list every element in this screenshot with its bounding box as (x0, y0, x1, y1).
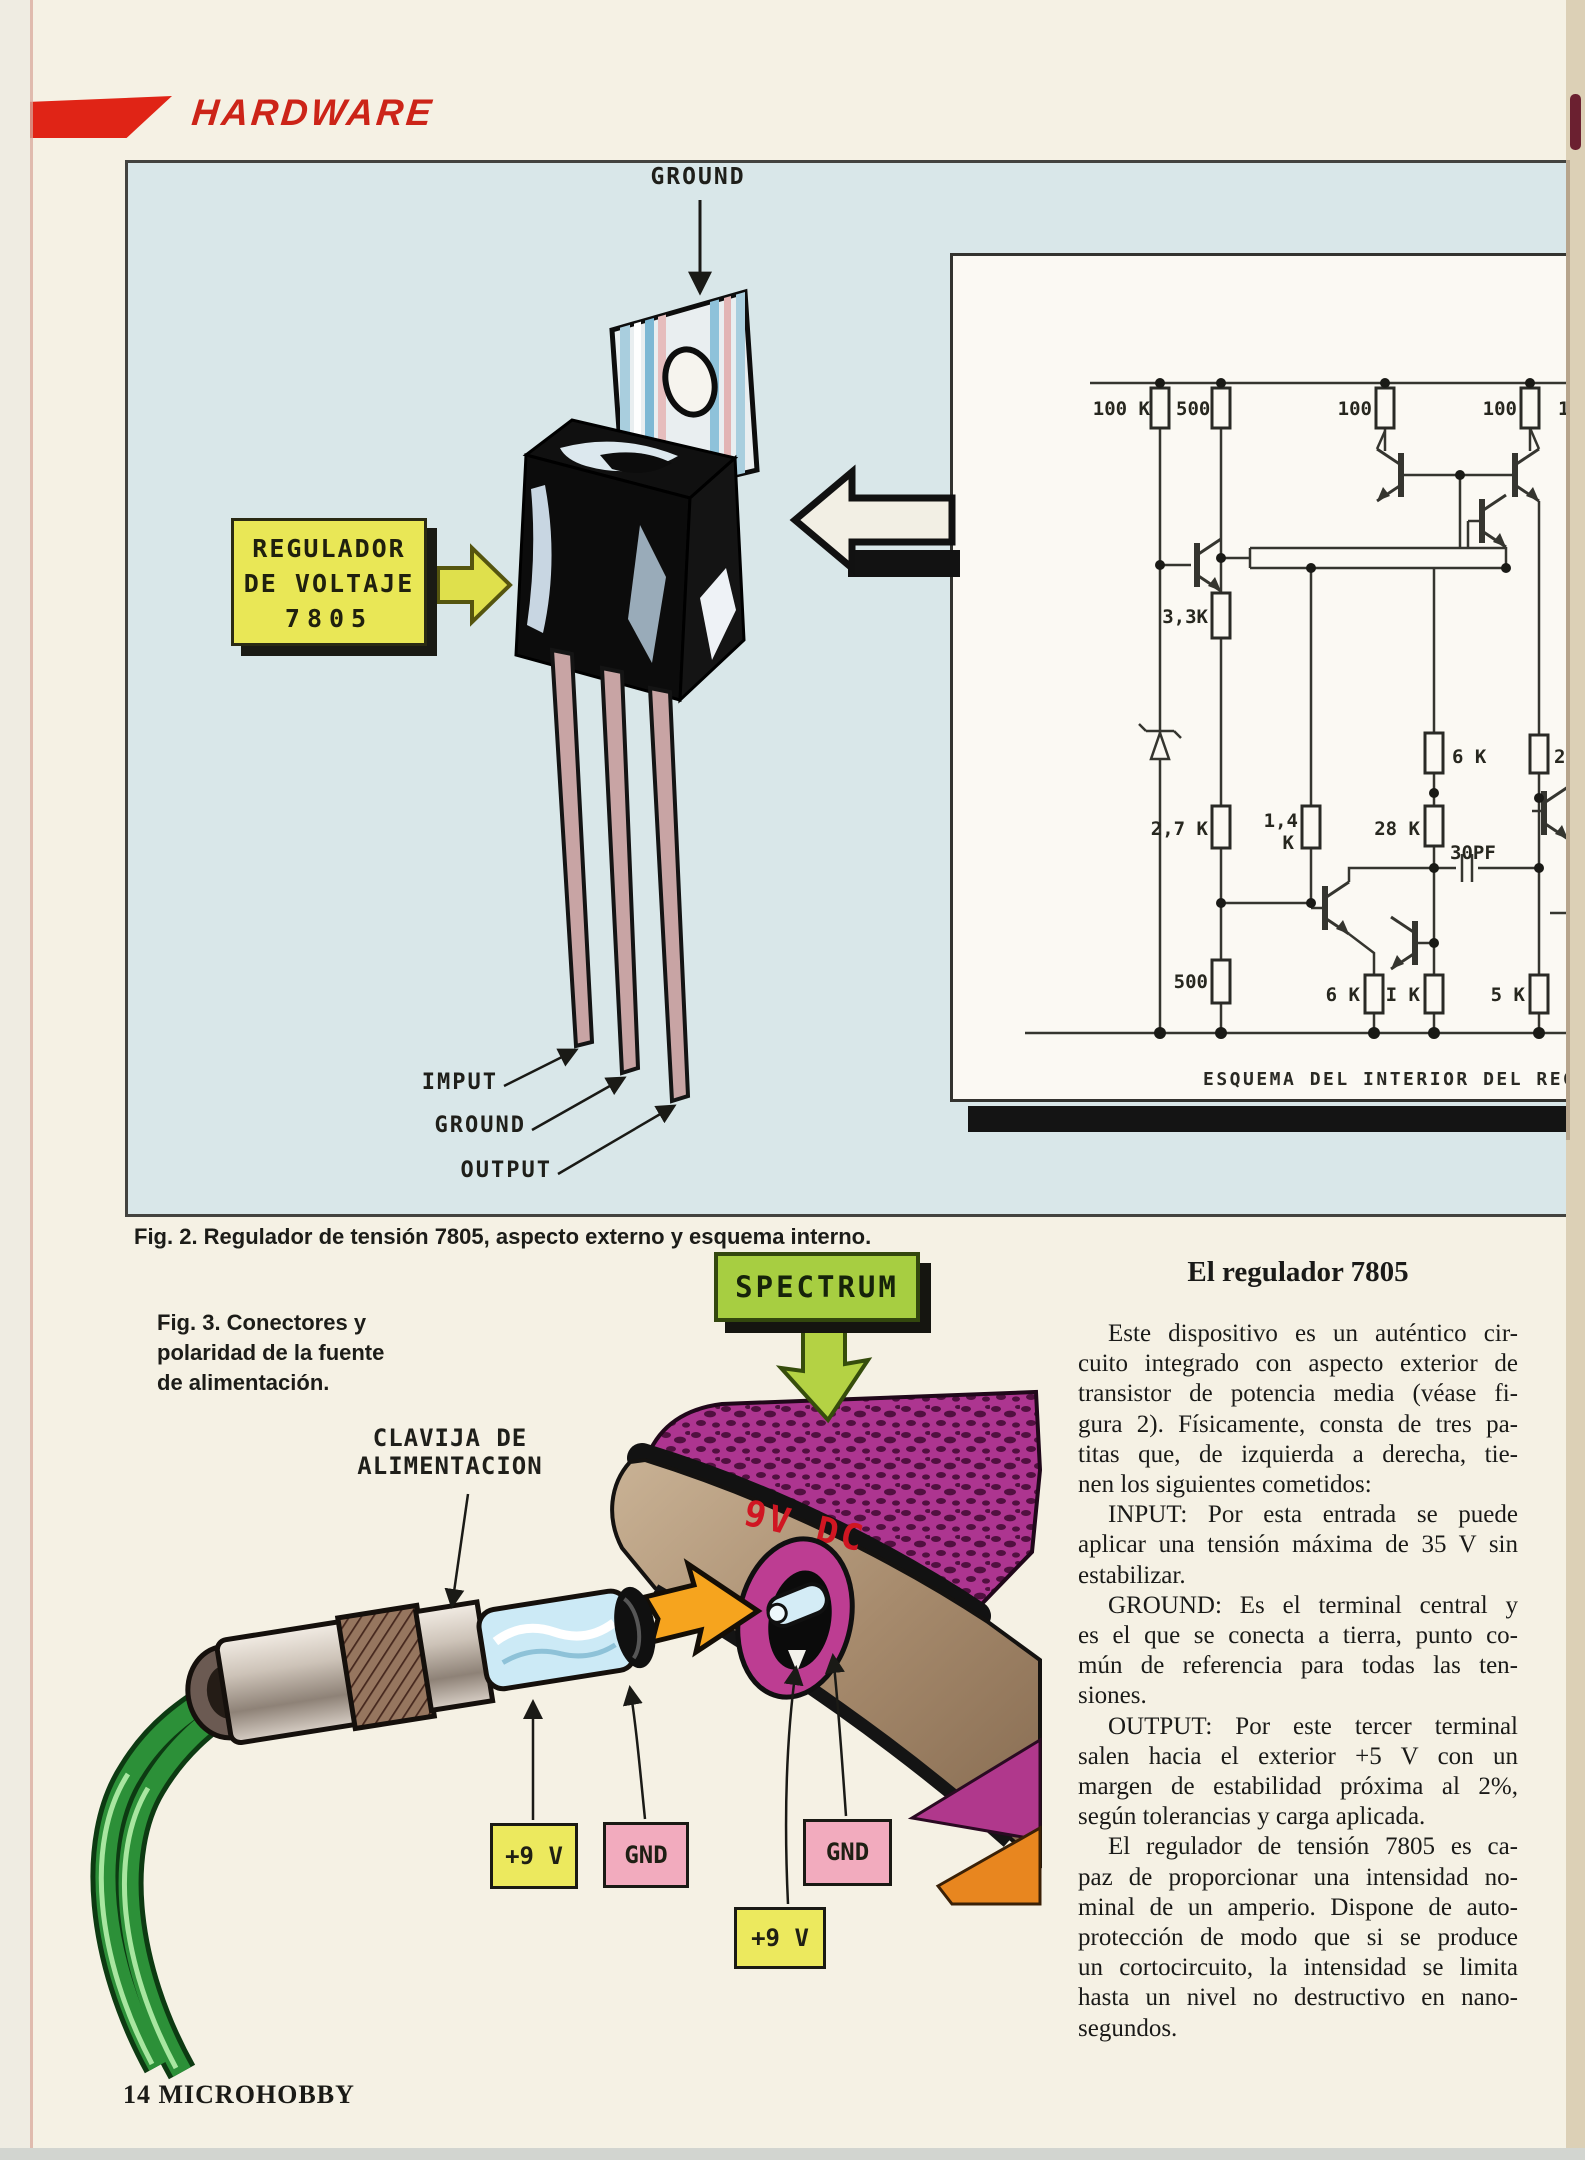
article-line: es el que se conecta a tierra, punto co- (1078, 1622, 1518, 1650)
page-left-margin (0, 0, 30, 2148)
article-line: titas que, de izquierda a derecha, tie- (1078, 1440, 1518, 1468)
article-line: segundos. (1078, 2014, 1178, 2042)
article-line: gura 2). Físicamente, consta de tres pa- (1078, 1410, 1518, 1438)
regulator-label-line3: 7805 (284, 604, 374, 633)
article-paragraph: Este dispositivo es un auténtico cir-cui… (1078, 1319, 1518, 1500)
article-line: cuito integrado con aspecto exterior de (1078, 1350, 1518, 1378)
article-paragraphs: Este dispositivo es un auténtico cir-cui… (1078, 1319, 1518, 2044)
article-line: transistor de potencia media (véase fi- (1078, 1380, 1518, 1408)
page-bottom-edge (0, 2148, 1585, 2160)
schematic-panel-shadow (968, 1106, 1585, 1132)
ground-top-label: GROUND (650, 164, 746, 190)
voltage-label-9v-left: +9 V (490, 1823, 578, 1889)
article-line: salen hacia el exterior +5 V con un (1078, 1742, 1518, 1770)
article-line: minal de un amperio. Dispone de auto- (1078, 1893, 1518, 1921)
article-line: paz de proporcionar una intensidad no- (1078, 1863, 1518, 1891)
article-line: siones. (1078, 1682, 1147, 1710)
article-line: mún de referencia para todas las ten- (1078, 1652, 1518, 1680)
article-line: nen los siguientes cometidos: (1078, 1471, 1372, 1499)
magazine-name: MICROHOBBY (158, 2080, 355, 2109)
pin-label-ground: GROUND (434, 1113, 526, 1138)
power-cable (90, 1675, 246, 2080)
article-line: protección de modo que si se produce (1078, 1924, 1518, 1952)
page-number: 14 (123, 2080, 151, 2109)
article-paragraph: El regulador de tensión 7805 es ca-paz d… (1078, 1832, 1518, 2043)
figure2-caption: Fig. 2. Regulador de tensión 7805, aspec… (134, 1224, 872, 1249)
page-right-edge (1566, 0, 1585, 2148)
section-chevron-icon (30, 96, 172, 138)
case-voltage-text: 9V DC (740, 1493, 869, 1561)
regulator-label-line1: REGULADOR (252, 534, 406, 563)
article-paragraph: GROUND: Es el terminal central y es el qu… (1078, 1591, 1518, 1712)
article-line: según tolerancias y carga aplicada. (1078, 1803, 1426, 1831)
page-footer: 14 MICROHOBBY (123, 2080, 355, 2110)
jack-plug (185, 1586, 656, 1746)
voltage-label-gnd-left: GND (603, 1822, 689, 1888)
pin-label-output: OUTPUT (460, 1158, 552, 1183)
voltage-label-gnd-right: GND (803, 1819, 892, 1886)
spectrum-label-box: SPECTRUM (714, 1252, 920, 1322)
figure3-caption-line: polaridad de la fuente (157, 1340, 385, 1365)
article-column: El regulador 7805 Este dispositivo es un… (1078, 1256, 1518, 2044)
clavija-label-line2: ALIMENTACION (357, 1452, 543, 1480)
article-line: Este dispositivo es un auténtico cir- (1108, 1320, 1518, 1347)
page-edge-shade (1566, 160, 1570, 1140)
power-socket (735, 1536, 855, 1700)
article-line: El regulador de tensión 7805 es ca- (1108, 1833, 1518, 1861)
page-edge-mark (1570, 94, 1581, 150)
pin-label-input: IMPUT (421, 1070, 498, 1095)
article-line: OUTPUT: Por este tercer terminal (1108, 1712, 1518, 1740)
orange-arrow-icon (641, 1558, 763, 1658)
clavija-label-line1: CLAVIJA DE (372, 1424, 528, 1452)
article-heading: El regulador 7805 (1187, 1256, 1409, 1288)
clavija-label: CLAVIJA DE ALIMENTACION (330, 1424, 570, 1480)
page-left-border (30, 0, 33, 2148)
regulator-label-line2: DE VOLTAJE (243, 569, 415, 598)
article-line: aplicar una tensión máxima de 35 V sin (1078, 1531, 1518, 1559)
regulator-label-box: REGULADOR DE VOLTAJE 7805 (231, 518, 427, 646)
figure3-caption-line: Fig. 3. Conectores y (157, 1310, 367, 1335)
green-arrow-icon (775, 1318, 873, 1424)
article-line: estabilizar. (1078, 1561, 1186, 1589)
voltage-label-9v-bottom: +9 V (734, 1907, 826, 1969)
article-line: GROUND: Es el terminal central y (1108, 1591, 1518, 1619)
fig3-art: 9V DC (90, 1318, 1043, 2080)
figure3-caption: Fig. 3. Conectores y polaridad de la fue… (157, 1308, 457, 1398)
article-line: margen de estabilidad próxima al 2%, (1078, 1773, 1518, 1801)
figure3-caption-line: de alimentación. (157, 1370, 330, 1395)
article-line: INPUT: Por esta entrada se puede (1108, 1501, 1518, 1529)
article-line: hasta un nivel no destructivo en nano- (1078, 1984, 1518, 2012)
article-line: un cortocircuito, la intensidad se limit… (1078, 1954, 1518, 1982)
schematic-panel (950, 253, 1585, 1102)
section-title: HARDWARE (189, 92, 437, 133)
